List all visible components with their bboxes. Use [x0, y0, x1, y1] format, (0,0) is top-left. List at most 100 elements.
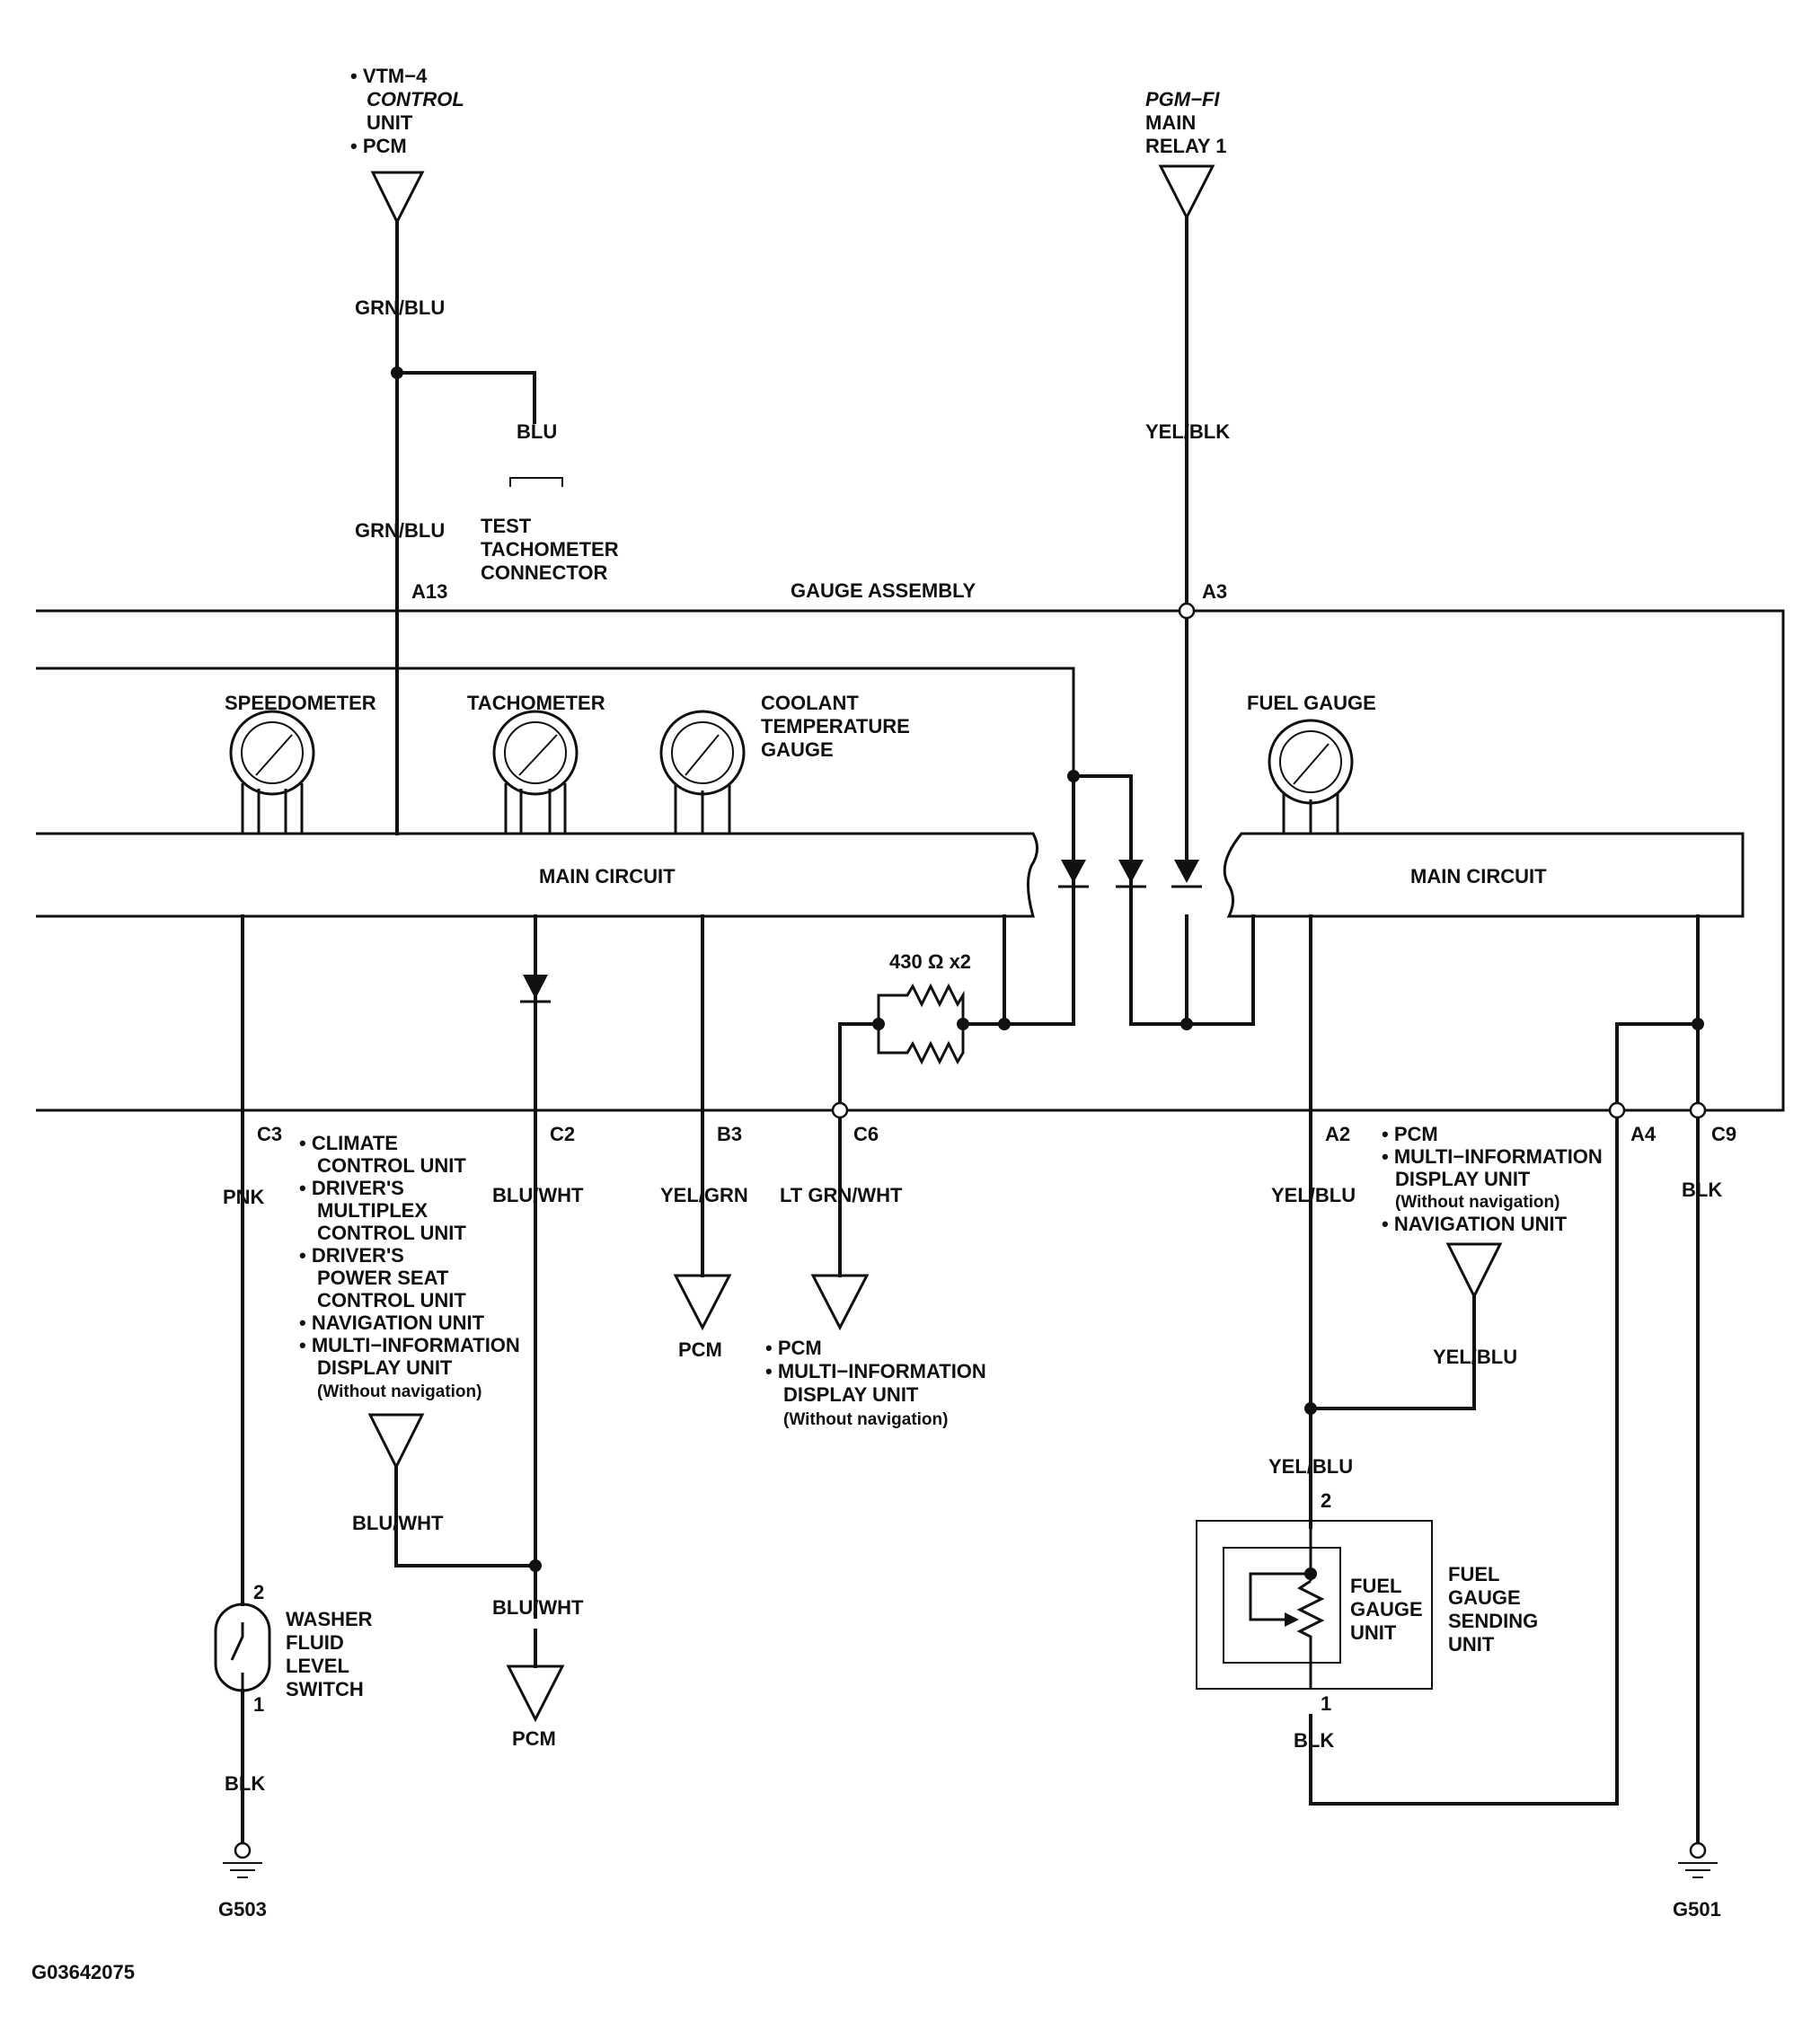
a13-label: A13	[411, 580, 447, 603]
a2-label: A2	[1325, 1123, 1350, 1145]
diode-c2	[520, 975, 551, 1003]
blk-label-3: BLK	[1294, 1729, 1334, 1752]
terminal-a3	[1178, 602, 1196, 620]
gauge-assembly-label: GAUGE ASSEMBLY	[791, 579, 976, 602]
pcm-b3-label: PCM	[678, 1338, 722, 1361]
main-circuit-right-bar	[1223, 832, 1745, 918]
wire-blu	[395, 371, 536, 424]
terminal-c9	[1689, 1101, 1707, 1119]
grn-blu-label-2: GRN/BLU	[355, 519, 445, 542]
yel-blu-label-1: YEL/BLU	[1271, 1184, 1356, 1206]
blu-label: BLU	[517, 420, 557, 443]
main-circuit-left-bar	[36, 832, 1038, 918]
c3-destination-item: • DRIVER'S	[299, 1244, 404, 1267]
blu-wht-label-3: BLU/WHT	[492, 1596, 584, 1619]
g503-label: G503	[218, 1898, 267, 1921]
diodes-top	[1058, 860, 1202, 888]
c6-label: C6	[853, 1123, 879, 1145]
wire-blu-wht-branch	[394, 1465, 537, 1567]
pgm-fi-label: PGM−FI	[1145, 88, 1220, 110]
c3-destination-item: MULTIPLEX	[317, 1199, 428, 1222]
c3-destination-item: CONTROL UNIT	[317, 1289, 466, 1311]
yel-blk-label: YEL/BLK	[1145, 420, 1230, 443]
a2-destination-item: • MULTI−INFORMATION	[1382, 1145, 1603, 1168]
vtm4-label-3: UNIT	[367, 111, 413, 134]
terminal-c6	[831, 1101, 849, 1119]
a2-destination-list: • PCM • MULTI−INFORMATION DISPLAY UNIT (…	[1382, 1123, 1603, 1235]
ground-g503: G503	[218, 1841, 267, 1921]
wire-a4-loop	[1309, 1022, 1700, 1806]
c6-destination-item: DISPLAY UNIT	[783, 1383, 919, 1406]
washer-switch-label-4: SWITCH	[286, 1678, 364, 1700]
vtm4-pcm-group: • VTM−4 CONTROL UNIT • PCM	[350, 65, 464, 225]
washer-switch-pin-2: 2	[253, 1581, 264, 1603]
pcm-c2-label: PCM	[512, 1727, 556, 1750]
a2-destination-item: DISPLAY UNIT	[1395, 1168, 1531, 1190]
c6-destination-item: • PCM	[765, 1337, 822, 1359]
washer-fluid-level-switch: 2 1 WASHER FLUID LEVEL SWITCH	[214, 1581, 373, 1716]
ground-g501: G501	[1673, 1841, 1721, 1921]
fuel-sender-pin-2: 2	[1321, 1489, 1331, 1512]
coolant-temp-gauge: COOLANT TEMPERATURE GAUGE	[659, 692, 910, 834]
main-circuit-left-label: MAIN CIRCUIT	[539, 865, 676, 887]
c9-label: C9	[1711, 1123, 1736, 1145]
connector-triangle-c6	[810, 1274, 870, 1331]
fuel-gauge-sending-unit-label-4: UNIT	[1448, 1633, 1495, 1656]
tachometer: TACHOMETER	[467, 692, 605, 834]
inner-bus-top	[36, 667, 1075, 776]
a4-label: A4	[1630, 1123, 1657, 1145]
c3-destination-list: • CLIMATE CONTROL UNIT • DRIVER'S MULTIP…	[299, 1132, 520, 1401]
washer-switch-label: WASHER	[286, 1608, 373, 1630]
connector-triangle-a2-list	[1445, 1242, 1503, 1300]
connector-triangle-pcm-b3	[673, 1274, 732, 1331]
c3-destination-item: • CLIMATE	[299, 1132, 398, 1154]
pgm-fi-group: PGM−FI MAIN RELAY 1	[1145, 88, 1227, 221]
fuel-gauge-sending-unit: 2 FUEL GAUGE UNIT FUEL GAUGE SENDING UNI…	[1196, 1489, 1538, 1715]
fuel-gauge-sending-unit-label-2: GAUGE	[1448, 1586, 1521, 1609]
pnk-label: PNK	[223, 1186, 265, 1208]
c3-destination-item: (Without navigation)	[317, 1382, 482, 1401]
coolant-label: COOLANT	[761, 692, 859, 714]
speedometer: SPEEDOMETER	[225, 692, 376, 834]
vtm4-label: • VTM−4	[350, 65, 428, 87]
c3-destination-item: CONTROL UNIT	[317, 1154, 466, 1177]
gauge-assembly-outline	[36, 609, 1785, 1112]
c6-destination-list: • PCM • MULTI−INFORMATION DISPLAY UNIT (…	[765, 1337, 986, 1429]
b3-label: B3	[717, 1123, 742, 1145]
g501-label: G501	[1673, 1898, 1721, 1921]
fuel-gauge-label: FUEL GAUGE	[1247, 692, 1376, 714]
wire-yel-blu-branch	[1309, 1294, 1476, 1410]
c3-destination-item: • DRIVER'S	[299, 1177, 404, 1199]
yel-blu-label-3: YEL/BLU	[1268, 1455, 1353, 1478]
washer-switch-label-2: FLUID	[286, 1631, 344, 1654]
wire-bus-down	[1003, 774, 1075, 1026]
blu-wht-label-2: BLU/WHT	[352, 1512, 444, 1534]
fuel-gauge: FUEL GAUGE	[1247, 692, 1376, 834]
c3-destination-item: DISPLAY UNIT	[317, 1356, 453, 1379]
coolant-label-3: GAUGE	[761, 738, 834, 761]
blk-label-2: BLK	[225, 1772, 265, 1795]
fuel-sender-pin-1: 1	[1321, 1692, 1331, 1715]
vtm4-label-2: CONTROL	[367, 88, 464, 110]
connector-triangle-vtm4	[370, 171, 425, 225]
test-tach-label-3: CONNECTOR	[481, 561, 607, 584]
fuel-gauge-sending-unit-label: FUEL	[1448, 1563, 1499, 1585]
speedometer-label: SPEEDOMETER	[225, 692, 376, 714]
a2-destination-item: • PCM	[1382, 1123, 1438, 1145]
pgm-fi-label-2: MAIN	[1145, 111, 1196, 134]
c2-label: C2	[550, 1123, 575, 1145]
diagram-id: G03642075	[31, 1961, 135, 1983]
resistors-430: 430 Ω x2	[838, 950, 1006, 1112]
test-tach-connector	[509, 477, 563, 487]
grn-blu-label-1: GRN/BLU	[355, 296, 445, 319]
wire-diode-branch	[1072, 774, 1255, 1026]
c3-destination-item: • MULTI−INFORMATION	[299, 1334, 520, 1356]
main-circuit-right-label: MAIN CIRCUIT	[1410, 865, 1547, 887]
c6-destination-item: • MULTI−INFORMATION	[765, 1360, 986, 1382]
connector-triangle-pgm	[1158, 164, 1215, 221]
test-tach-label: TEST	[481, 515, 532, 537]
c3-destination-item: • NAVIGATION UNIT	[299, 1311, 485, 1334]
c3-destination-item: POWER SEAT	[317, 1267, 449, 1289]
test-tach-label-2: TACHOMETER	[481, 538, 619, 561]
splice-dot-blu-wht	[529, 1559, 542, 1572]
